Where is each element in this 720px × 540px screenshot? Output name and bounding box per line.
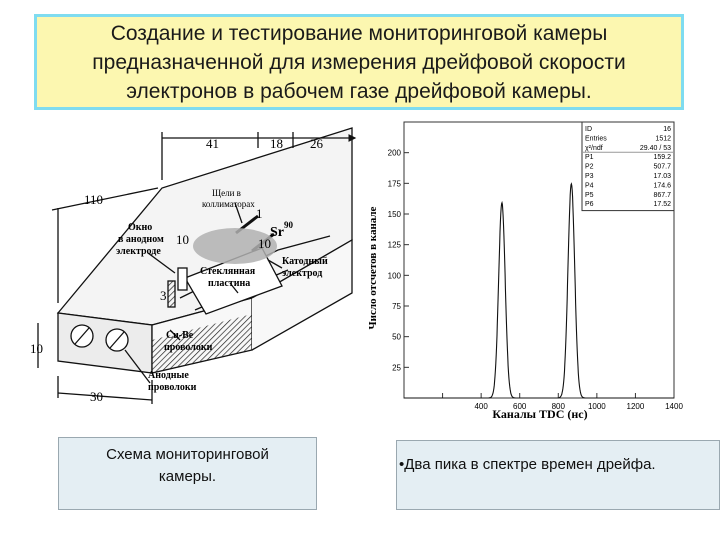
dim-30: 30 (90, 389, 103, 404)
label-sr-mass: 90 (284, 220, 294, 230)
label-sr-symbol: Sr (270, 225, 284, 240)
drift-time-spectrum: Число отсчетов в канале Каналы TDC (нс) … (367, 121, 683, 421)
slide-title: Создание и тестирование мониторинговой к… (34, 14, 684, 110)
stats-key: P2 (585, 164, 594, 171)
x-tick-label: 800 (552, 402, 566, 411)
y-tick-label: 75 (392, 302, 401, 311)
x-tick-label: 1200 (627, 402, 645, 411)
stats-value: 16 (663, 126, 671, 133)
sr-source-spot (193, 228, 277, 264)
stats-value: 17.03 (653, 173, 671, 180)
label-window-2: в анодном (118, 234, 164, 245)
stats-frame (581, 121, 675, 212)
label-anode-1: Анодные (148, 370, 189, 381)
stats-key: χ²/ndf (585, 145, 603, 152)
plot-area: 400 600 800 1000 1200 1400 25 50 75 100 125 150 175 2… (388, 121, 683, 411)
label-anode-2: проволоки (148, 382, 197, 393)
dim-26: 26 (310, 136, 324, 151)
stats-key: ID (585, 126, 592, 133)
stats-value: 174.6 (653, 182, 671, 189)
y-tick-label: 175 (388, 179, 402, 188)
title-line-1: Создание и тестирование мониторинговой к… (110, 21, 608, 45)
label-cathode-2: электрод (282, 268, 322, 279)
y-tick-label: 125 (388, 241, 402, 250)
y-tick-label: 50 (392, 333, 401, 342)
label-cathode-1: Катодный (282, 256, 328, 267)
stats-value: 159.2 (653, 154, 671, 161)
stats-key: P1 (585, 154, 594, 161)
y-axis-label: Число отсчетов в канале (367, 206, 379, 329)
label-slits-2: коллиматорах (202, 199, 255, 209)
stats-key: Entries (585, 135, 607, 142)
spectrum-caption-text: •Два пика в спектре времен дрейфа. (399, 456, 656, 473)
dim-10-window: 10 (176, 232, 189, 247)
stats-value: 867.7 (653, 192, 671, 199)
stats-key: P4 (585, 182, 594, 189)
dim-10-slit: 10 (258, 236, 271, 251)
label-window-1: Окно (128, 222, 152, 233)
label-slits-1: Щели в (212, 188, 241, 198)
y-tick-label: 200 (388, 149, 402, 158)
dim-3: 3 (160, 288, 167, 303)
label-window-3: электроде (116, 246, 161, 257)
x-axis-label: Каналы TDC (нс) (492, 407, 587, 421)
label-sr: Sr90 (270, 220, 294, 240)
stats-key: P3 (585, 173, 594, 180)
stats-key: P5 (585, 192, 594, 199)
dim-110: 110 (84, 192, 103, 207)
stats-value: 1512 (655, 135, 671, 142)
y-tick-label: 25 (392, 363, 401, 372)
title-line-2: предназначенной для измерения дрейфовой … (92, 50, 626, 74)
dim-41: 41 (206, 136, 219, 151)
cathode-hatch (152, 314, 252, 373)
label-cube-1: Cu-Be (166, 330, 194, 341)
y-tick-label: 150 (388, 210, 402, 219)
label-cube-2: проволоки (164, 342, 213, 353)
stats-value: 29.40 / 53 (640, 145, 671, 152)
schematic-caption-line-2: камеры. (158, 468, 217, 485)
x-tick-label: 400 (474, 402, 488, 411)
x-tick-label: 1400 (665, 402, 683, 411)
dim-1: 1 (256, 206, 263, 221)
chamber-schematic: 41 18 26 110 10 30 1 3 10 10 Щели в колл… (30, 127, 357, 404)
x-tick-label: 600 (513, 402, 527, 411)
dim-10-height: 10 (30, 341, 43, 356)
stats-key: P6 (585, 201, 594, 208)
stats-value: 507.7 (653, 164, 671, 171)
dim-18: 18 (270, 136, 283, 151)
label-glass-1: Стеклянная (200, 266, 256, 277)
fit-curve (404, 182, 674, 399)
label-glass-2: пластина (208, 278, 250, 289)
x-tick-label: 1000 (588, 402, 606, 411)
title-line-3: электронов в рабочем газе дрейфовой каме… (126, 79, 592, 103)
y-tick-label: 100 (388, 271, 402, 280)
schematic-caption: Схема мониторинговой камеры. (58, 437, 317, 510)
schematic-caption-line-1: Схема мониторинговой (106, 446, 269, 463)
stats-value: 17.52 (653, 201, 671, 208)
spectrum-caption: •Два пика в спектре времен дрейфа. (396, 440, 720, 510)
